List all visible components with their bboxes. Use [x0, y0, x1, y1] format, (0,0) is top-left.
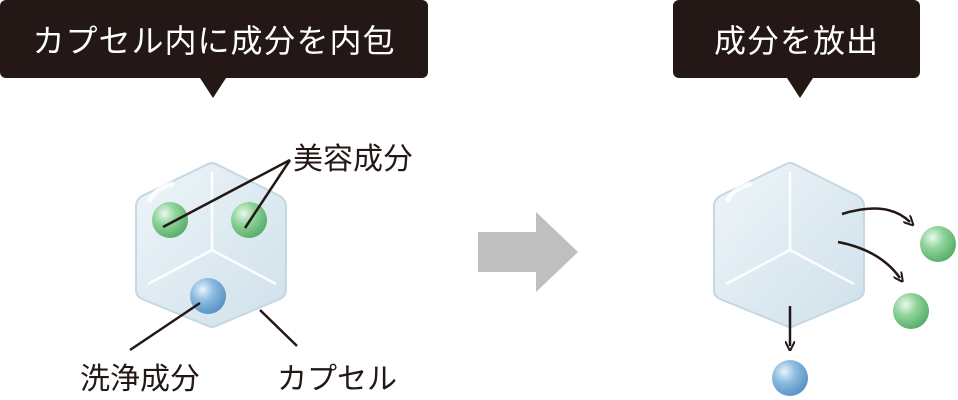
callout-encapsulate-text: カプセル内に成分を内包 — [32, 22, 396, 60]
leader-beauty-2 — [243, 159, 292, 229]
leader-cleansing — [129, 301, 201, 352]
released-cleansing-sphere — [772, 360, 808, 396]
leader-beauty-1 — [162, 158, 291, 229]
callout-encapsulate: カプセル内に成分を内包 — [0, 0, 428, 78]
beauty-sphere-1 — [152, 202, 188, 238]
label-beauty-ingredient: 美容成分 — [293, 142, 413, 177]
right-arrow-icon — [478, 212, 578, 292]
callout-release-text: 成分を放出 — [713, 22, 879, 60]
release-arrow-1 — [841, 207, 910, 222]
capsule-releasing — [713, 162, 865, 328]
leader-capsule — [259, 309, 298, 347]
released-beauty-sphere-1 — [920, 226, 956, 262]
callout-release: 成分を放出 — [673, 0, 920, 78]
released-beauty-sphere-2 — [893, 293, 929, 329]
cleansing-sphere — [190, 278, 226, 314]
label-capsule: カプセル — [277, 362, 397, 397]
label-cleansing-ingredient: 洗浄成分 — [80, 362, 200, 397]
release-arrow-2 — [837, 240, 900, 278]
